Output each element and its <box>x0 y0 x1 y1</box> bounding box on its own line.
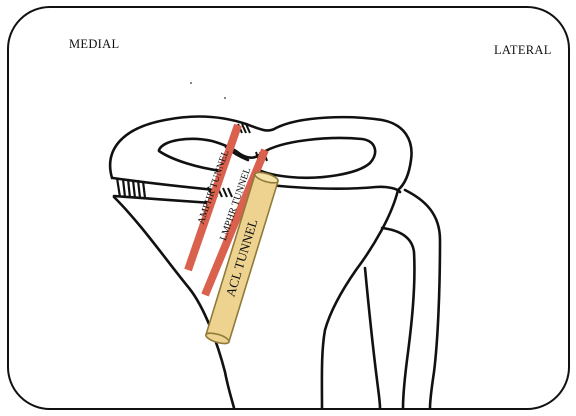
amphr-tunnel: AMPHR TUNNEL <box>188 125 238 270</box>
pencil-dot <box>224 97 226 99</box>
pencil-dot <box>190 82 192 84</box>
diagram-frame <box>8 7 569 409</box>
lateral-label: LATERAL <box>494 43 552 58</box>
medial-label: MEDIAL <box>69 37 119 52</box>
tibia-outline <box>110 117 440 408</box>
